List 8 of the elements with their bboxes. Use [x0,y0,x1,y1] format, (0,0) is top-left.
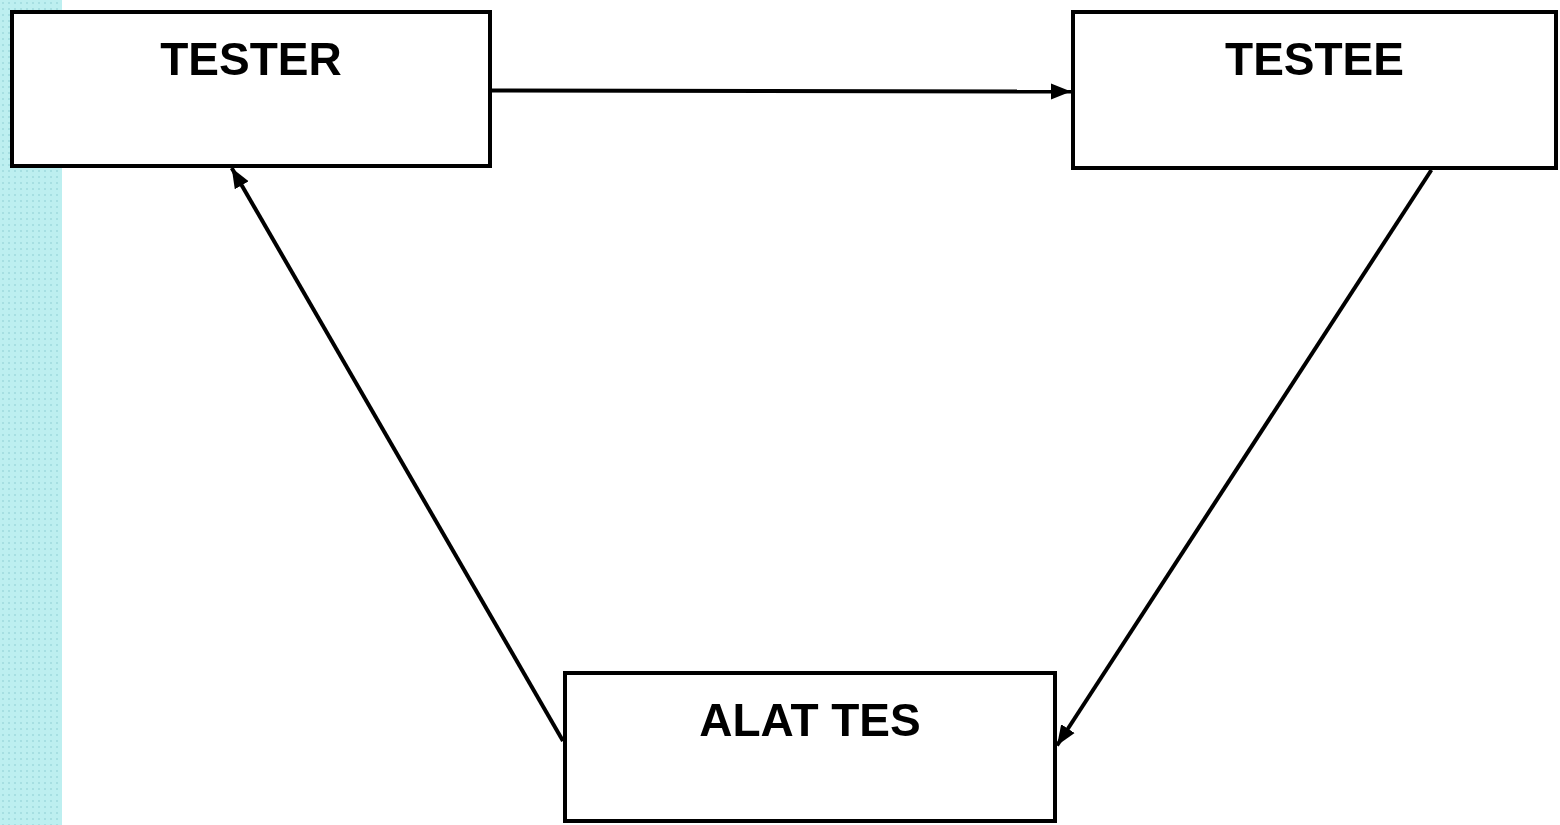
box-label: TESTEE [1224,32,1405,86]
arrow [492,83,1071,100]
process-box [10,10,492,168]
process-box [563,671,1057,823]
arrow [230,167,565,742]
process-box [1071,10,1558,170]
box-label: ALAT TES [698,693,922,747]
box-label: TESTER [159,32,343,86]
